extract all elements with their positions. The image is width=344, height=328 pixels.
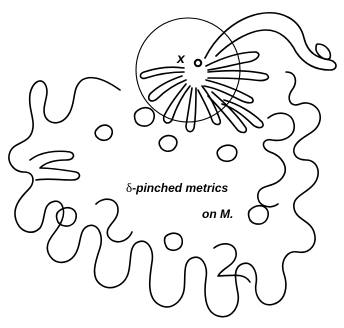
caption-line-1: δ-pinched metrics xyxy=(126,180,228,195)
left-finger-lobe xyxy=(30,151,79,180)
inner-loop-5 xyxy=(57,208,77,226)
radial-petals xyxy=(140,52,268,133)
right-serpentine xyxy=(258,113,294,207)
inner-loop-7 xyxy=(165,233,183,250)
upper-hook-lobe xyxy=(205,13,336,70)
point-marker xyxy=(195,60,201,66)
inner-loop-3 xyxy=(159,136,177,152)
inner-loop-2 xyxy=(95,125,112,140)
inner-loop-1 xyxy=(135,108,155,126)
caption-line-2: on M. xyxy=(202,207,233,221)
point-label: x xyxy=(176,50,186,66)
caption-text-1: -pinched metrics xyxy=(132,181,228,195)
inner-loop-6 xyxy=(249,206,269,224)
inner-loop-4 xyxy=(217,145,237,161)
